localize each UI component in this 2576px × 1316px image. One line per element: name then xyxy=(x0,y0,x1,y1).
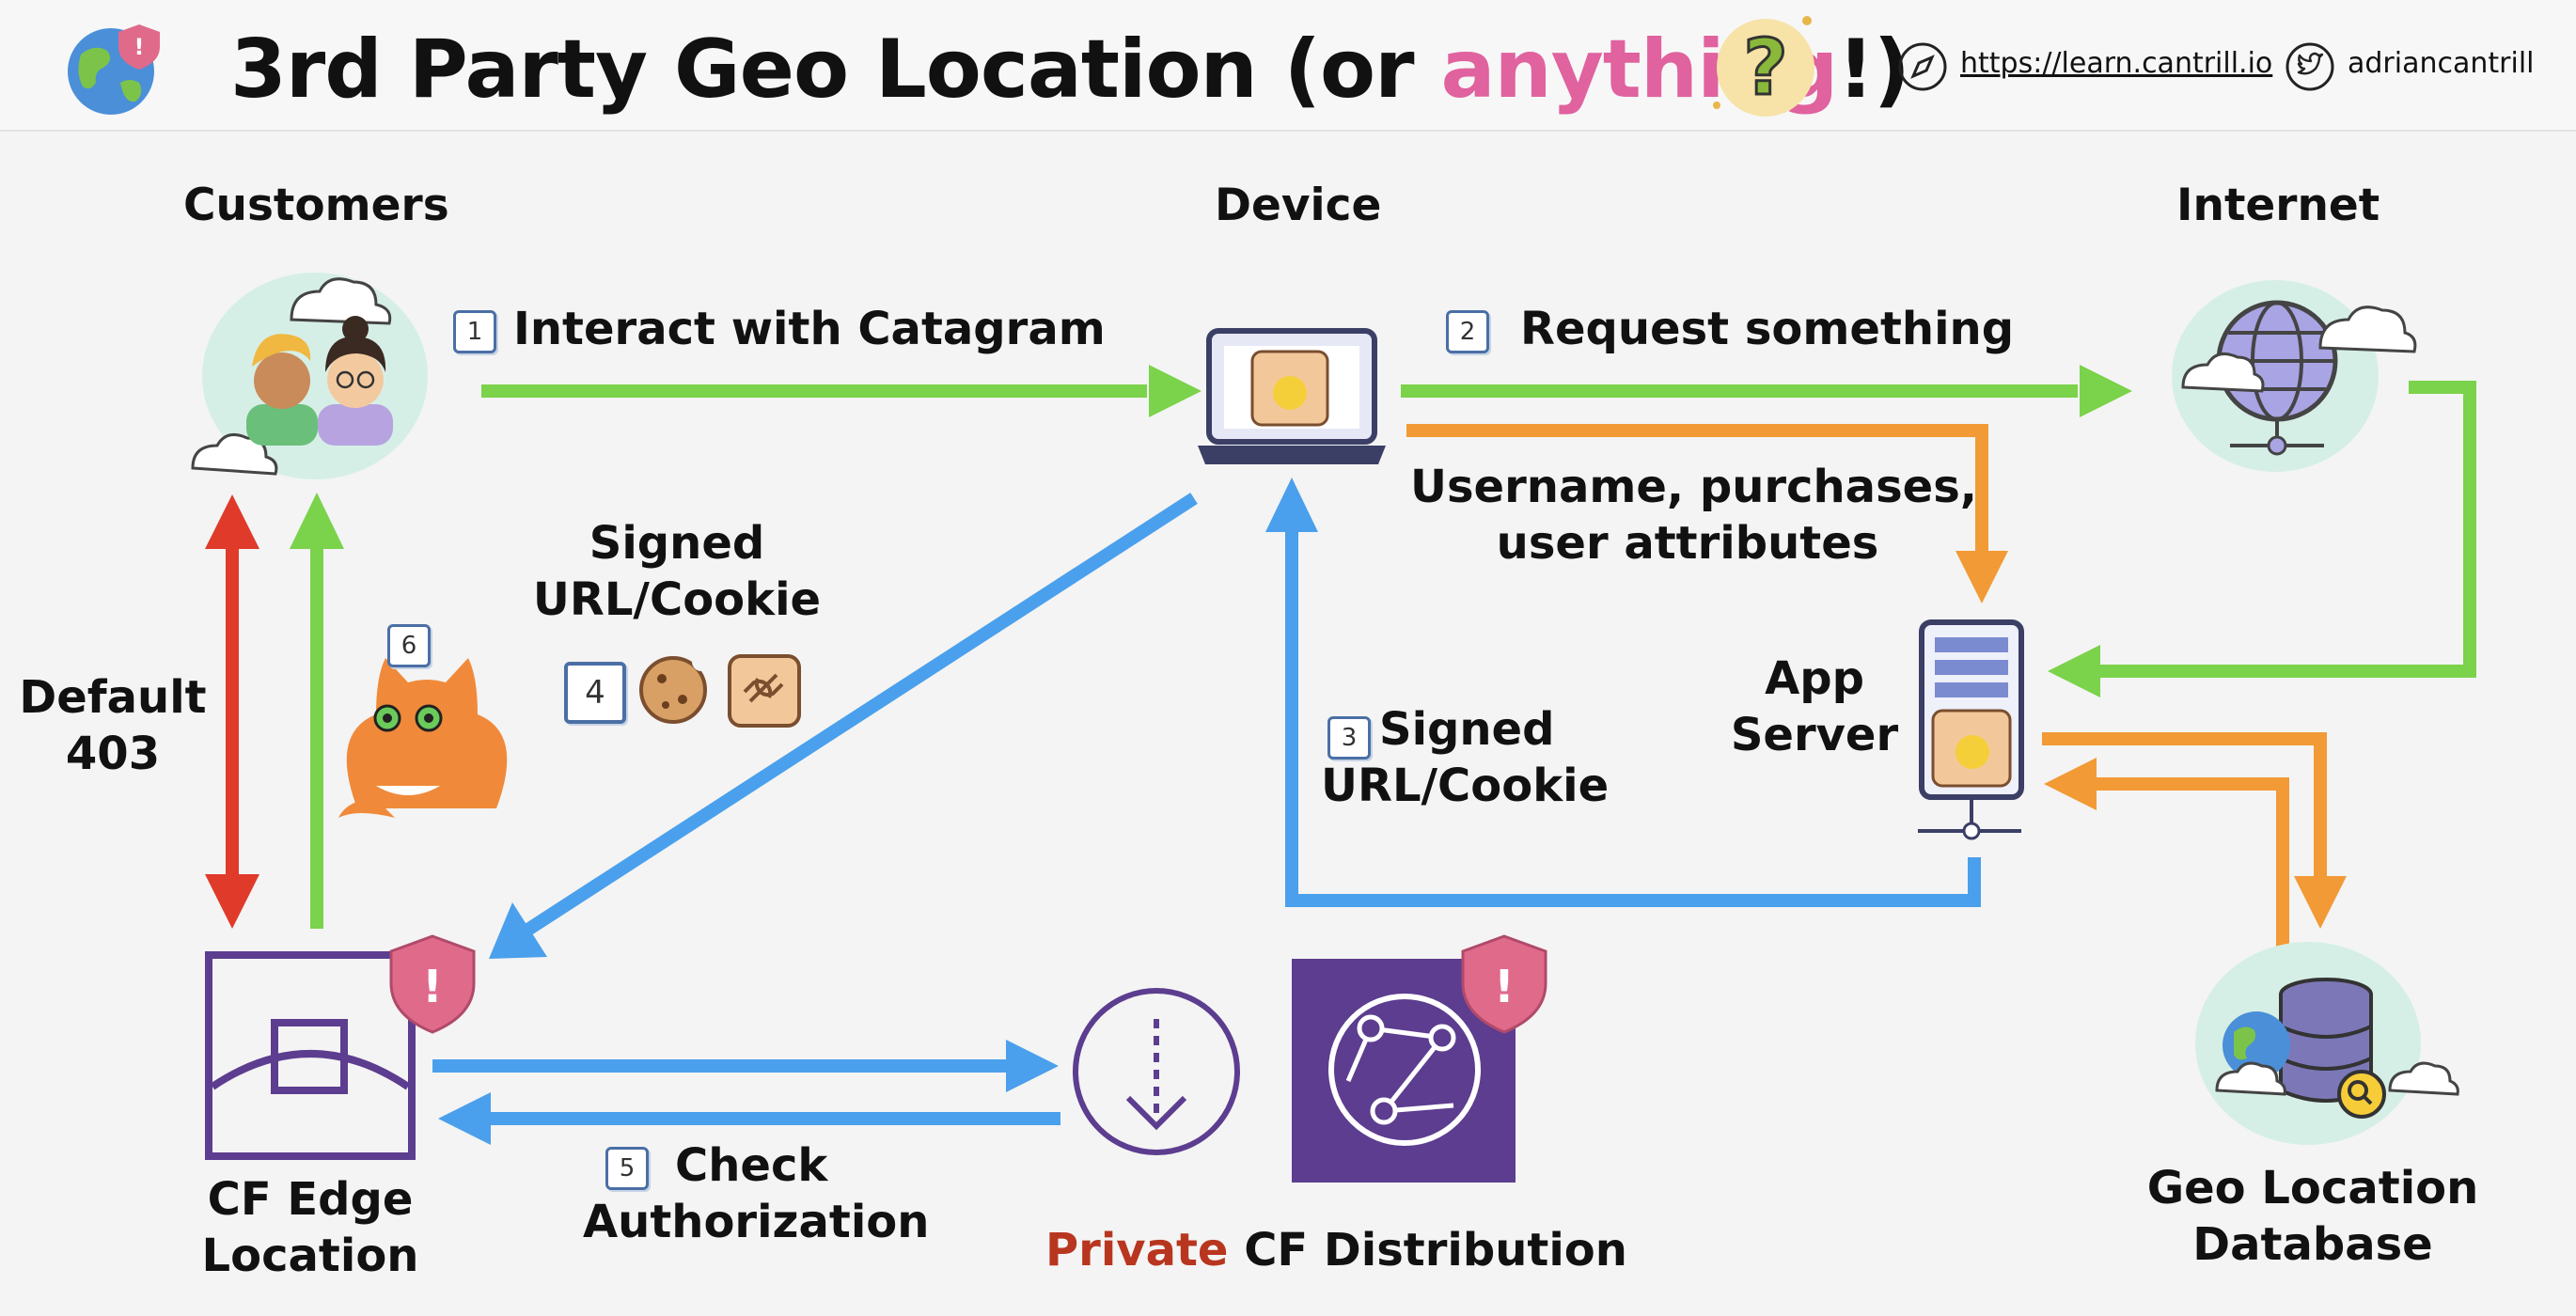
step-5-line-1: Check xyxy=(675,1139,828,1192)
svg-text:?: ? xyxy=(1743,24,1788,113)
edge-line-1: CF Edge xyxy=(207,1173,414,1226)
arrow-app-geo-head xyxy=(2294,876,2347,929)
arrow-request-head xyxy=(2080,365,2132,417)
arrow-dist-edge-head xyxy=(438,1092,491,1145)
arrow-device-edge-head xyxy=(489,902,547,959)
arrow-internet-app-head xyxy=(2048,645,2100,697)
default-line-2: 403 xyxy=(65,728,161,780)
step-2-badge: 2 xyxy=(1446,310,1489,353)
cat-icon xyxy=(338,658,508,818)
private-cf-distribution-label: Private CF Distribution xyxy=(1045,1222,1627,1278)
user-data-label: Username, purchases, user attributes xyxy=(1410,459,1977,572)
app-server-line-1: App xyxy=(1765,652,1864,705)
step-1-label: Interact with Catagram xyxy=(513,303,1106,355)
step-3-label: Signed URL/Cookie xyxy=(1321,701,1609,814)
arrow-device-edge xyxy=(523,493,1198,936)
default-line-1: Default xyxy=(19,671,207,724)
internet-heading: Internet xyxy=(2176,180,2380,231)
default-403-label: Default 403 xyxy=(19,669,207,782)
private-endpoint-icon xyxy=(1073,988,1240,1155)
step-4-label: Signed URL/Cookie xyxy=(526,515,827,628)
globe-shield-icon: ! xyxy=(68,24,160,115)
private-word: Private xyxy=(1045,1224,1229,1277)
step-1-badge: 1 xyxy=(453,310,496,353)
distribution-shield-icon: ! xyxy=(1461,934,1547,1034)
laptop-icon xyxy=(1198,328,1386,464)
user-data-line-1: Username, purchases, xyxy=(1410,461,1977,513)
svg-text:!: ! xyxy=(134,34,145,60)
edge-line-2: Location xyxy=(201,1230,419,1282)
page-title: 3rd Party Geo Location (or anything!) xyxy=(230,23,1910,117)
arrow-user-data-head xyxy=(1956,551,2008,603)
arrow-internet-app xyxy=(2098,381,2476,678)
twitter-handle[interactable]: adriancantrill xyxy=(2348,47,2535,80)
distribution-word: CF Distribution xyxy=(1228,1224,1627,1277)
link-icon xyxy=(728,654,801,728)
arrow-app-geo xyxy=(2042,732,2327,878)
arrow-signed-return xyxy=(1285,530,1981,907)
url-link[interactable]: https://learn.cantrill.io xyxy=(1960,47,2273,80)
twitter-icon[interactable] xyxy=(2285,41,2335,92)
arrow-geo-app xyxy=(2095,777,2289,959)
step-6-badge: 6 xyxy=(387,624,431,667)
internet-globe-icon xyxy=(2172,280,2417,472)
arrow-geo-app-head xyxy=(2044,758,2097,810)
app-server-icon xyxy=(1918,619,2024,840)
step-4-badge: 4 xyxy=(564,662,626,724)
cookie-icon xyxy=(639,652,711,724)
step-5-line-2: Authorization xyxy=(583,1196,930,1248)
arrow-default-403-head-up xyxy=(205,494,259,549)
arrow-edge-dist-head xyxy=(1006,1040,1059,1092)
geo-line-1: Geo Location xyxy=(2146,1162,2479,1214)
arrow-interact-head xyxy=(1149,365,1202,417)
geo-database-icon xyxy=(2195,942,2459,1145)
step-3-line-1: Signed xyxy=(1379,703,1555,756)
edge-shield-icon: ! xyxy=(389,934,476,1034)
arrow-edge-customers-head xyxy=(290,493,344,549)
step-4-line-1: Signed xyxy=(589,517,765,570)
arrow-signed-return-head xyxy=(1265,478,1318,532)
compass-icon[interactable] xyxy=(1897,41,1948,92)
geo-line-2: Database xyxy=(2192,1218,2433,1271)
customers-heading: Customers xyxy=(183,180,449,231)
app-server-line-2: Server xyxy=(1730,709,1899,761)
step-3-line-2: URL/Cookie xyxy=(1321,760,1610,812)
step-3-badge: 3 xyxy=(1327,716,1371,760)
geo-database-label: Geo Location Database xyxy=(2106,1160,2520,1273)
arrow-user-data xyxy=(1406,424,1988,553)
svg-text:!: ! xyxy=(1494,961,1515,1013)
arrow-default-403-head-down xyxy=(205,874,259,929)
step-2-label: Request something xyxy=(1520,303,2015,355)
cf-edge-location-icon xyxy=(205,951,416,1160)
step-4-line-2: URL/Cookie xyxy=(532,573,822,626)
customers-icon xyxy=(191,273,428,479)
device-heading: Device xyxy=(1215,180,1382,231)
question-icon: ? xyxy=(1713,16,1814,117)
user-data-line-2: user attributes xyxy=(1496,517,1879,570)
cf-edge-location-label: CF Edge Location xyxy=(169,1171,451,1284)
app-server-label: App Server xyxy=(1720,650,1908,763)
svg-text:!: ! xyxy=(422,961,443,1013)
step-5-badge: 5 xyxy=(605,1147,649,1190)
step-5-label: Check Authorization xyxy=(583,1137,929,1250)
header-bar: ! 3rd Party Geo Location (or anything!) … xyxy=(0,0,2576,132)
